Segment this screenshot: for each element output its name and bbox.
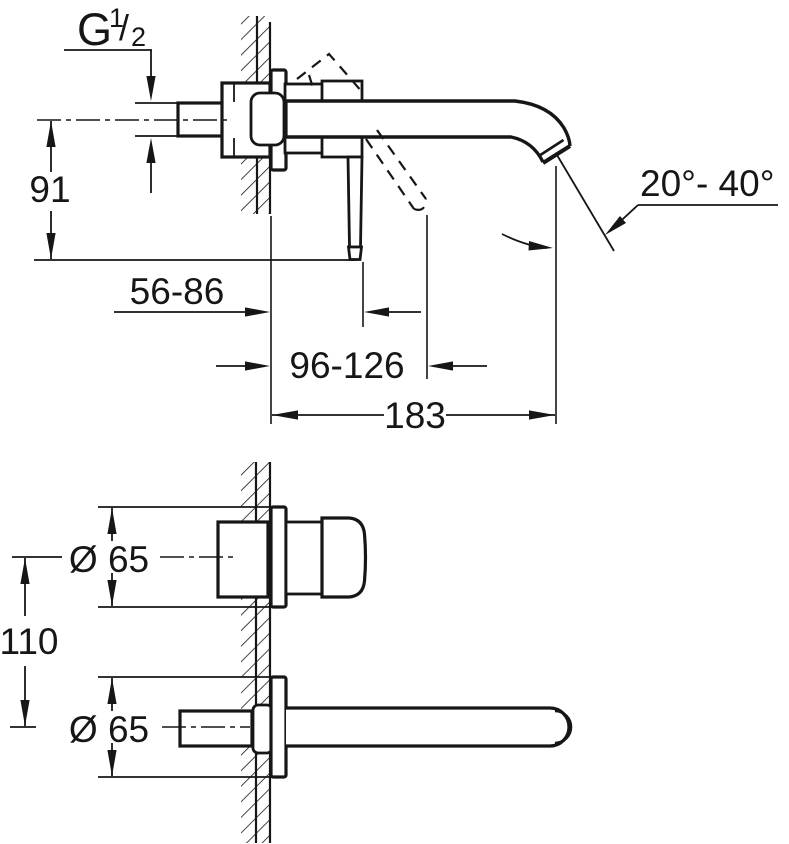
dim-escutcheon-bottom: Ø 65 bbox=[69, 676, 285, 778]
trim-view: Ø 65 110 Ø 65 bbox=[0, 462, 573, 843]
handle-trim bbox=[160, 505, 368, 609]
side-view: G 1 / 2 91 56-86 bbox=[29, 0, 778, 436]
dim-56-86-label: 56-86 bbox=[130, 271, 225, 312]
lever-handle-open-dashed bbox=[296, 52, 428, 211]
handle-collar bbox=[283, 79, 364, 159]
handle-grip bbox=[320, 516, 368, 599]
handle-escutcheon bbox=[269, 505, 288, 609]
dim-center-distance-110: 110 bbox=[0, 556, 62, 728]
lever-handle-closed bbox=[346, 155, 364, 261]
spout-outlet-face bbox=[541, 144, 572, 165]
dim-96-126: 96-126 bbox=[216, 215, 487, 386]
dim-escutcheon-top: Ø 65 bbox=[69, 506, 285, 608]
dim-outlet-angle: 20°- 40° bbox=[556, 154, 778, 252]
handle-sleeve bbox=[284, 520, 324, 596]
dim-center-distance-110-label: 110 bbox=[0, 621, 59, 662]
dim-height-91: 91 bbox=[29, 121, 357, 261]
spout-collar bbox=[251, 703, 274, 755]
dim-183-label: 183 bbox=[384, 395, 446, 436]
spout-trim bbox=[162, 675, 573, 779]
spout-supply-pipe bbox=[178, 709, 254, 748]
wall-section-lower-icon bbox=[241, 462, 272, 843]
dim-183: 183 bbox=[270, 166, 557, 436]
dim-thread: G 1 / 2 bbox=[64, 0, 156, 193]
dim-height-91-label: 91 bbox=[29, 169, 70, 210]
dim-escutcheon-top-label: Ø 65 bbox=[69, 539, 149, 580]
spout-outline bbox=[285, 99, 572, 165]
dim-96-126-label: 96-126 bbox=[289, 345, 404, 386]
dim-outlet-angle-label: 20°- 40° bbox=[640, 163, 775, 204]
handle-concealed-body bbox=[216, 520, 270, 599]
spout-escutcheon bbox=[269, 675, 288, 779]
dim-thread-label: G 1 / 2 bbox=[77, 0, 146, 55]
cartridge bbox=[249, 91, 286, 147]
spout-front bbox=[286, 706, 571, 748]
flow-direction-arrow-icon bbox=[501, 233, 553, 251]
dim-escutcheon-bottom-label: Ø 65 bbox=[69, 709, 149, 750]
dim-56-86: 56-86 bbox=[114, 262, 421, 327]
